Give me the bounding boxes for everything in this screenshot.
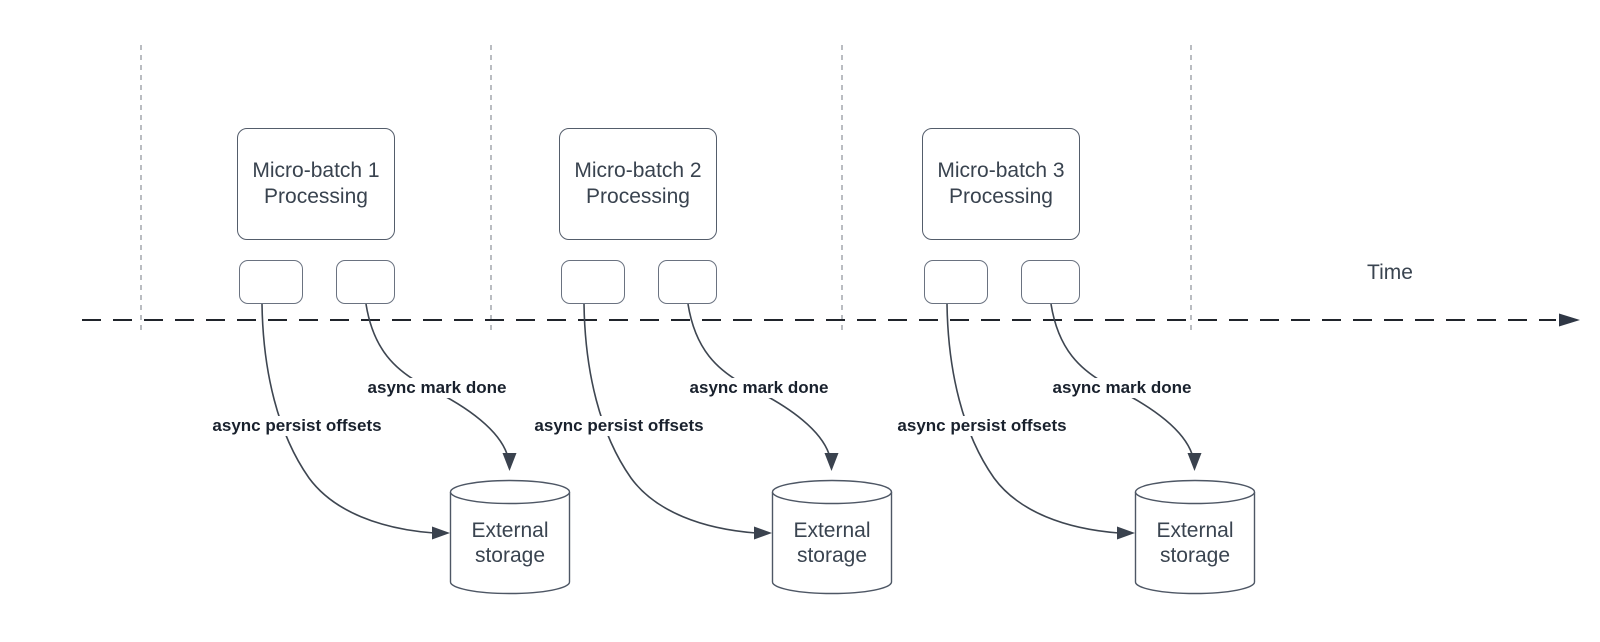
async-mark-done-label-2: async mark done [686, 378, 832, 398]
persist-offsets-arrow [261, 303, 435, 534]
external-storage-cylinder-top [771, 479, 893, 505]
microbatch-title-line1: Micro-batch 2 [574, 159, 702, 182]
persist-offsets-arrow [583, 303, 757, 534]
microbatch-2-processing-box: Micro-batch 2 Processing [559, 128, 717, 240]
section-2-shapes [583, 303, 893, 595]
microbatch-title-line2: Processing [949, 185, 1053, 208]
external-storage-label-2: External storage [772, 518, 892, 568]
external-storage-cylinder-body [771, 492, 893, 595]
storage-line2: storage [474, 544, 546, 567]
async-persist-offsets-label-2: async persist offsets [531, 416, 707, 436]
external-storage-cylinder-body [1134, 492, 1256, 595]
storage-line2: storage [796, 544, 868, 567]
storage-line1: External [471, 519, 549, 542]
microbatch-title-line2: Processing [264, 185, 368, 208]
offset-box-right-3 [1021, 260, 1080, 304]
offset-box-right-1 [336, 260, 395, 304]
async-persist-offsets-label-3: async persist offsets [894, 416, 1070, 436]
storage-line1: External [1156, 519, 1234, 542]
async-mark-done-label-1: async mark done [364, 378, 510, 398]
mark-done-arrowhead-icon [824, 453, 839, 471]
persist-arrowhead-icon [1117, 526, 1135, 540]
offset-box-left-3 [924, 260, 988, 304]
microbatch-title-line1: Micro-batch 1 [252, 159, 380, 182]
external-storage-label-1: External storage [450, 518, 570, 568]
external-storage-cylinder-top [1134, 479, 1256, 505]
microbatch-3-processing-box: Micro-batch 3 Processing [922, 128, 1080, 240]
mark-done-arrowhead-icon [1187, 453, 1202, 471]
external-storage-cylinder-top [449, 479, 571, 505]
external-storage-label-3: External storage [1135, 518, 1255, 568]
offset-box-right-2 [658, 260, 717, 304]
offset-box-left-1 [239, 260, 303, 304]
persist-arrowhead-icon [754, 526, 772, 540]
async-mark-done-label-3: async mark done [1049, 378, 1195, 398]
persist-offsets-arrow [946, 303, 1120, 534]
microbatch-title-line1: Micro-batch 3 [937, 159, 1065, 182]
external-storage-cylinder-body [449, 492, 571, 595]
timeline-arrowhead-icon [1559, 313, 1580, 327]
storage-line1: External [793, 519, 871, 542]
persist-arrowhead-icon [432, 526, 450, 540]
time-axis-label: Time [1367, 261, 1413, 284]
microbatch-1-processing-box: Micro-batch 1 Processing [237, 128, 395, 240]
mark-done-arrowhead-icon [502, 453, 517, 471]
async-persist-offsets-label-1: async persist offsets [209, 416, 385, 436]
microbatch-title-line2: Processing [586, 185, 690, 208]
storage-line2: storage [1159, 544, 1231, 567]
offset-box-left-2 [561, 260, 625, 304]
